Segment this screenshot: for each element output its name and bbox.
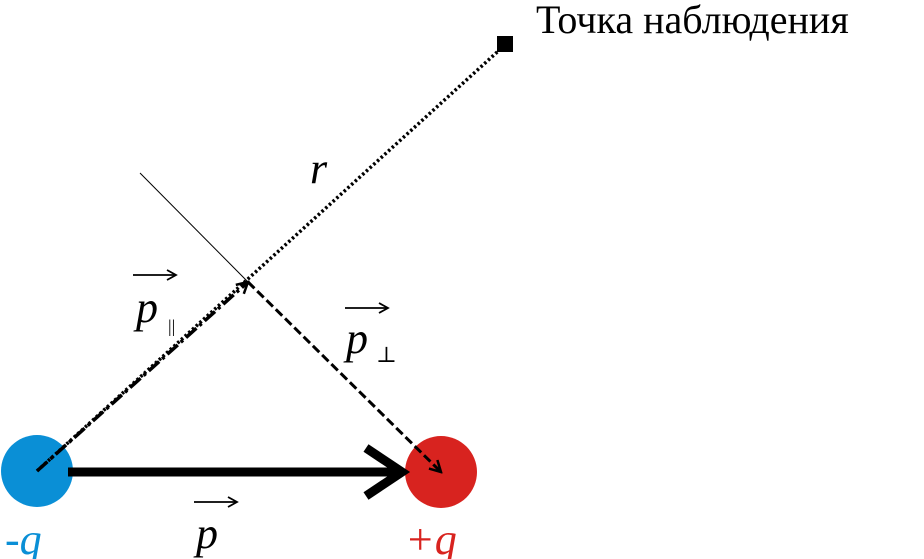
r-label: r xyxy=(310,144,328,193)
dipole-moment-arrowhead xyxy=(363,444,411,500)
p-parallel-subscript: || xyxy=(168,316,175,336)
perpendicular-guide-line xyxy=(139,172,249,283)
observation-point-label: Точка наблюдения xyxy=(536,0,849,42)
p-label: p xyxy=(193,509,218,558)
positive-charge-label: +q xyxy=(405,515,457,559)
p-perp-vector xyxy=(246,280,441,472)
p-parallel-vector xyxy=(35,282,248,473)
observation-point-marker xyxy=(497,36,513,52)
p-perp-subscript: ⊥ xyxy=(376,342,397,367)
p-perp-label: p xyxy=(343,314,368,363)
p-parallel-label: p xyxy=(133,283,158,332)
negative-charge-label: -q xyxy=(5,515,42,559)
